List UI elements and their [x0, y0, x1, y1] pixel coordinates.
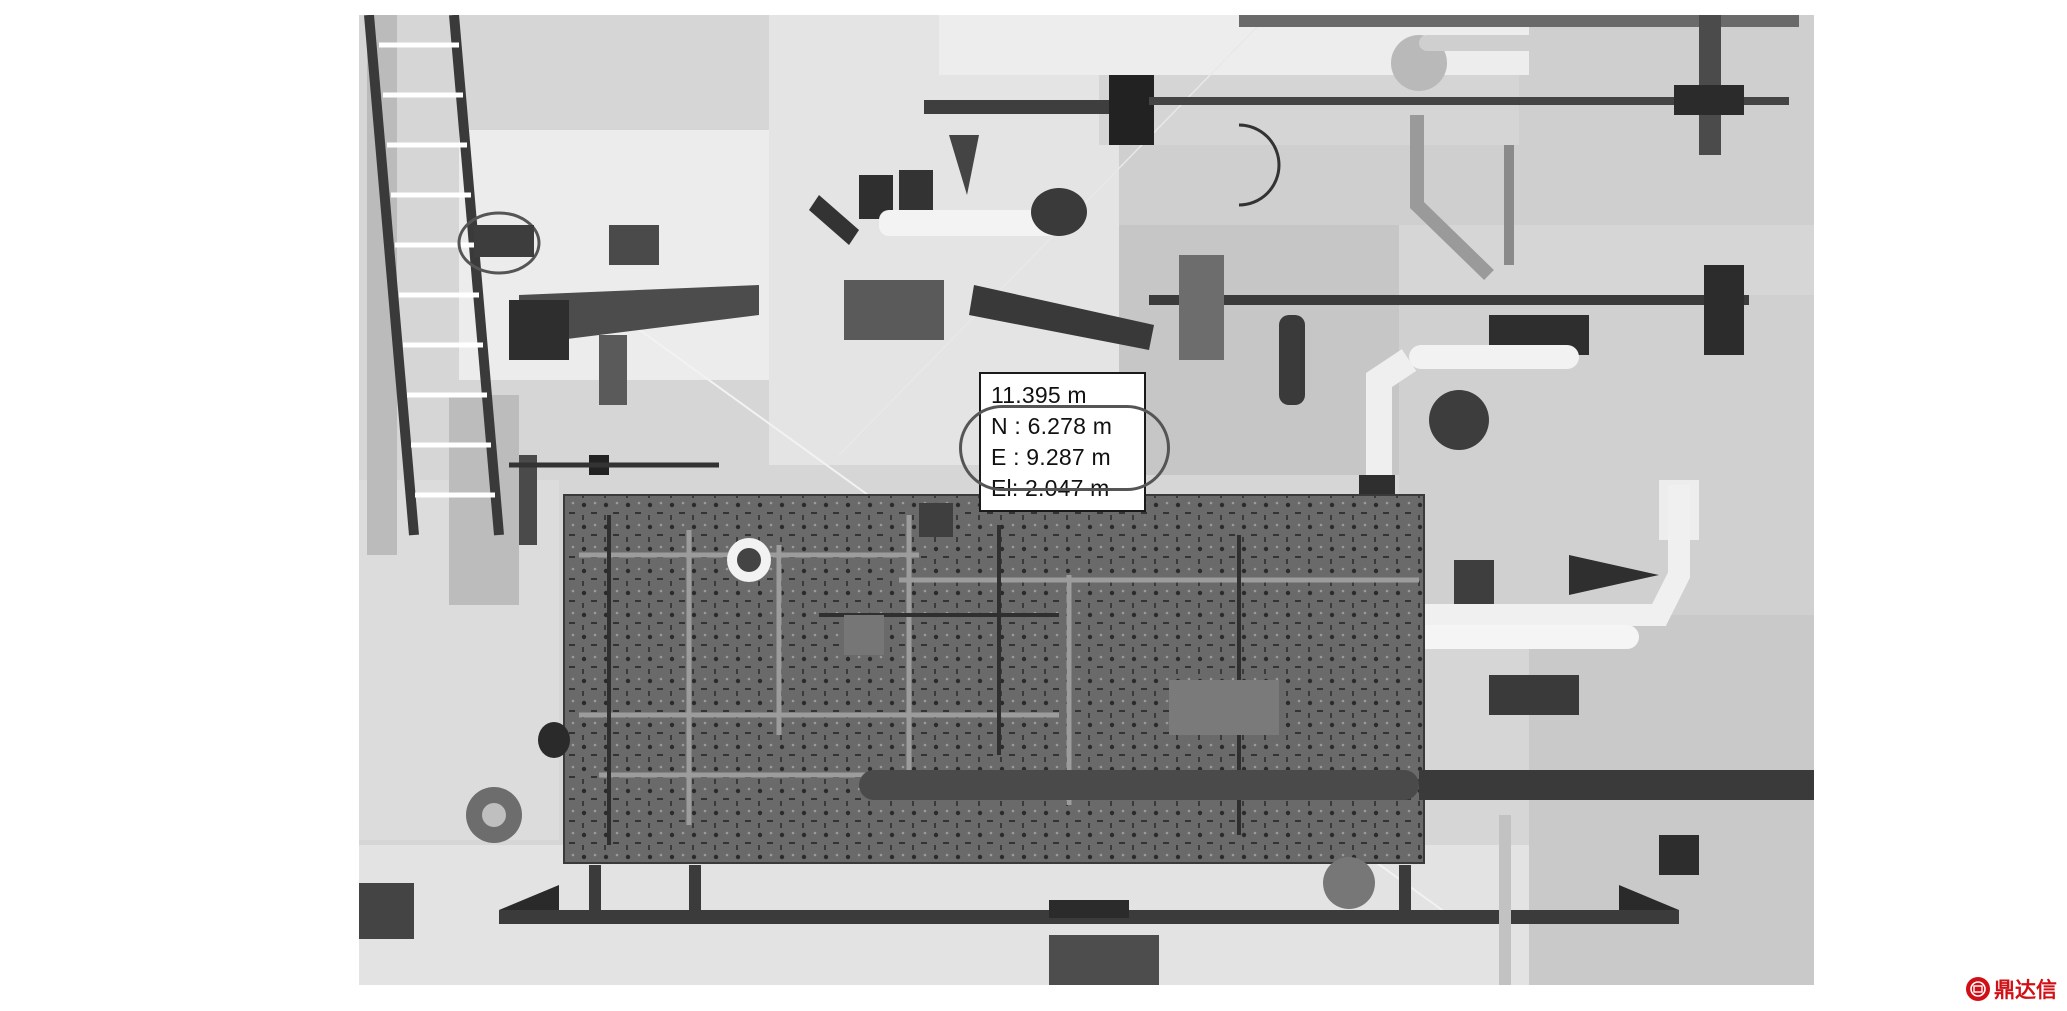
- plant-model-render: [359, 15, 1814, 985]
- model-3d-viewport[interactable]: 11.395 m N : 6.278 m E : 9.287 m El: 2.0…: [359, 15, 1814, 985]
- east-coordinate-readout: E : 9.287 m: [991, 444, 1111, 470]
- coordinate-readout-tooltip: 11.395 m N : 6.278 m E : 9.287 m El: 2.0…: [979, 372, 1146, 512]
- elevation-readout: El: 2.047 m: [991, 475, 1110, 501]
- brand-watermark: 鼎达信: [1966, 975, 2057, 1003]
- north-coordinate-readout: N : 6.278 m: [991, 413, 1113, 439]
- total-distance-readout: 11.395 m: [991, 382, 1087, 408]
- brand-name: 鼎达信: [1994, 978, 2057, 1002]
- brand-logo-icon: [1966, 977, 1990, 1001]
